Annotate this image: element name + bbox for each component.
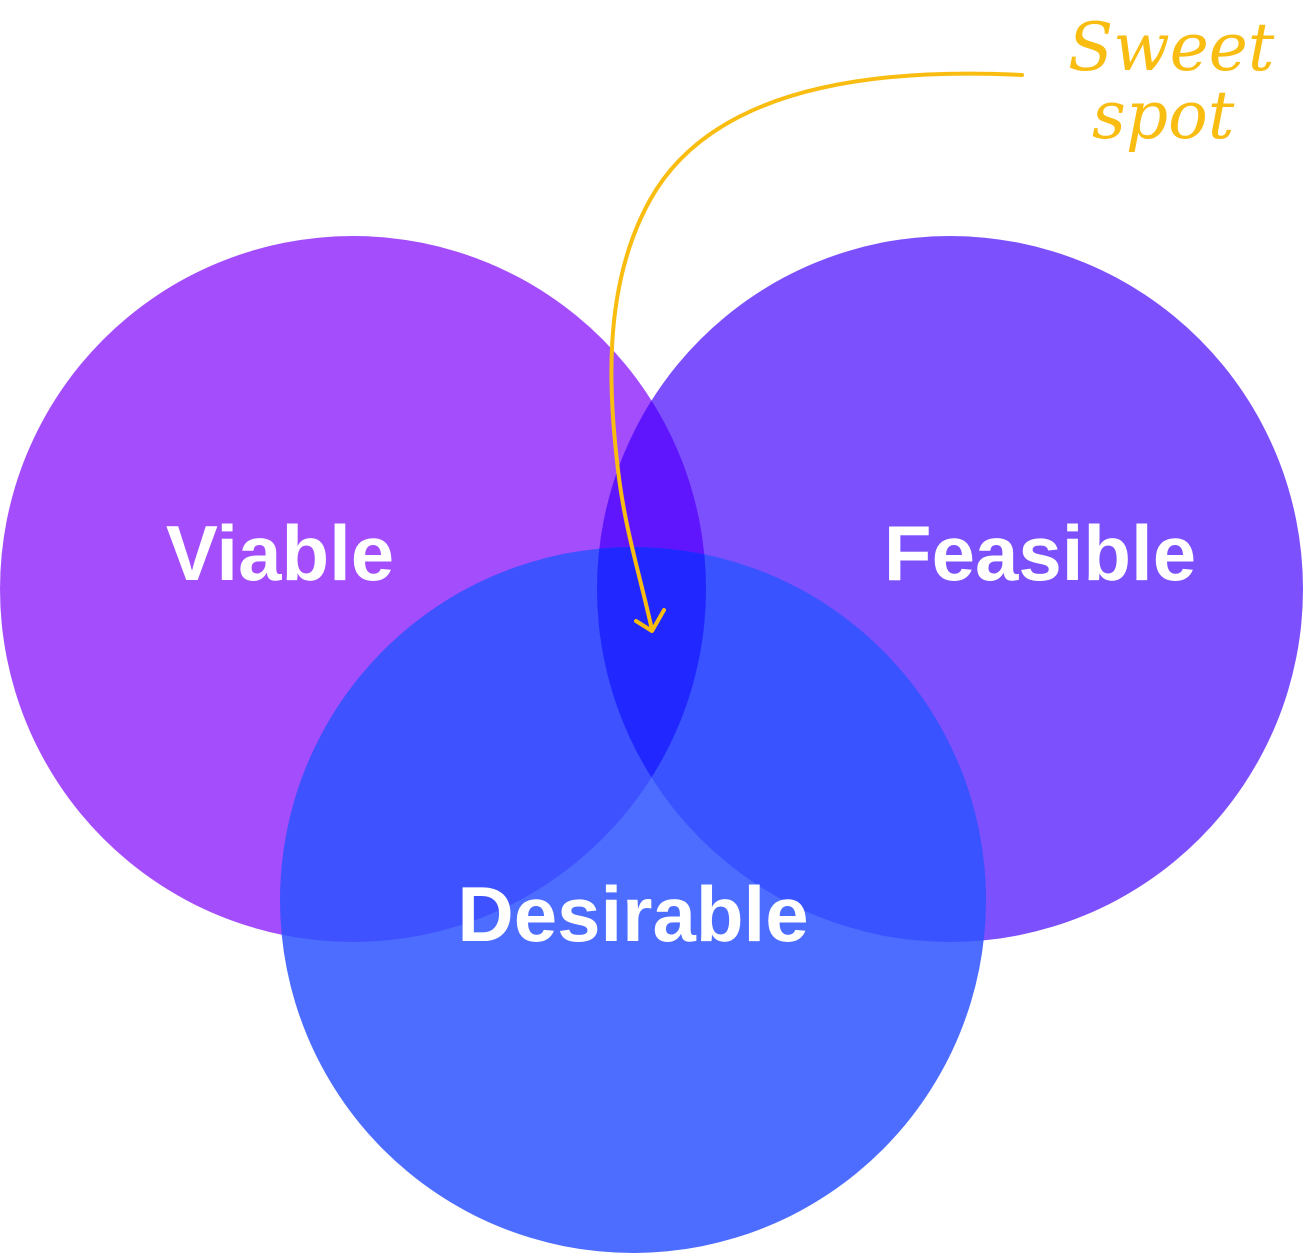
- viable-label: Viable: [166, 509, 394, 597]
- arrow-head-icon: [634, 608, 666, 633]
- feasible-label: Feasible: [884, 509, 1196, 597]
- sweet-spot-label-line2: spot: [1092, 77, 1235, 154]
- desirable-label: Desirable: [457, 870, 808, 958]
- sweet-spot-arrow: [609, 71, 1024, 632]
- desirable-circle: [280, 547, 986, 1253]
- sweet-spot-label-line1: Sweet: [1068, 9, 1275, 86]
